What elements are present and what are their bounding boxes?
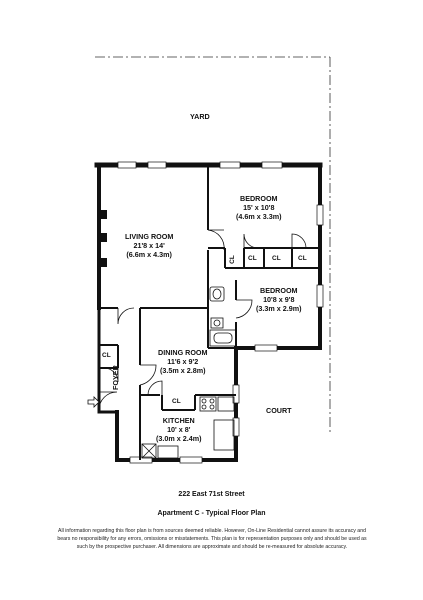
bedroom1-name: BEDROOM: [240, 194, 278, 203]
building-address: 222 East 71st Street: [178, 491, 245, 498]
bedroom1-label: BEDROOM 15' x 10'8 (4.6m x 3.3m): [236, 194, 282, 221]
closet-label-kitchen: CL: [172, 398, 181, 405]
dining-room-metric: (3.5m x 2.8m): [159, 366, 206, 375]
kitchen-name: KITCHEN: [162, 416, 195, 425]
living-room-dims: 21'8 x 14': [133, 241, 165, 250]
closet-label-bedroom1: CL: [228, 255, 236, 264]
court-label: COURT: [266, 406, 292, 415]
dining-room-dims: 11'6 x 9'2: [167, 357, 199, 366]
bedroom2-label: BEDROOM 10'8 x 9'8 (3.3m x 2.9m): [256, 286, 302, 313]
interior-walls: [99, 165, 320, 460]
closet-label-bedroom2: CL: [298, 255, 307, 262]
living-room-fixtures: [100, 210, 107, 267]
disclaimer-text: All information regarding this floor pla…: [57, 528, 367, 551]
closet-label-hall-1: CL: [248, 255, 257, 262]
yard-label: YARD: [190, 112, 210, 121]
kitchen-label: KITCHEN 10' x 8' (3.0m x 2.4m): [156, 416, 202, 443]
closet-label-hall-2: CL: [272, 255, 281, 262]
door-swings: [98, 229, 307, 411]
plan-subtitle: Apartment C - Typical Floor Plan: [157, 510, 266, 517]
dining-room-name: DINING ROOM: [158, 348, 208, 357]
closet-label-foyer: CL: [102, 352, 111, 359]
kitchen-dims: 10' x 8': [167, 425, 191, 434]
bedroom1-metric: (4.6m x 3.3m): [236, 212, 282, 221]
bedroom2-dims: 10'8 x 9'8: [263, 295, 295, 304]
living-room-metric: (6.6m x 4.3m): [126, 250, 172, 259]
property-lines: [95, 56, 331, 435]
living-room-name: LIVING ROOM: [125, 232, 174, 241]
dining-room-label: DINING ROOM 11'6 x 9'2 (3.5m x 2.8m): [158, 348, 208, 375]
bedroom2-metric: (3.3m x 2.9m): [256, 304, 302, 313]
living-room-label: LIVING ROOM 21'8 x 14' (6.6m x 4.3m): [125, 232, 173, 259]
bathroom-fixtures: [209, 286, 237, 347]
kitchen-fixtures: [141, 396, 235, 459]
entry-arrow-icon: [87, 396, 100, 408]
bedroom2-name: BEDROOM: [260, 286, 298, 295]
bedroom1-dims: 15' x 10'8: [243, 203, 275, 212]
kitchen-metric: (3.0m x 2.4m): [156, 434, 202, 443]
foyer-label: FOYER: [111, 365, 120, 390]
